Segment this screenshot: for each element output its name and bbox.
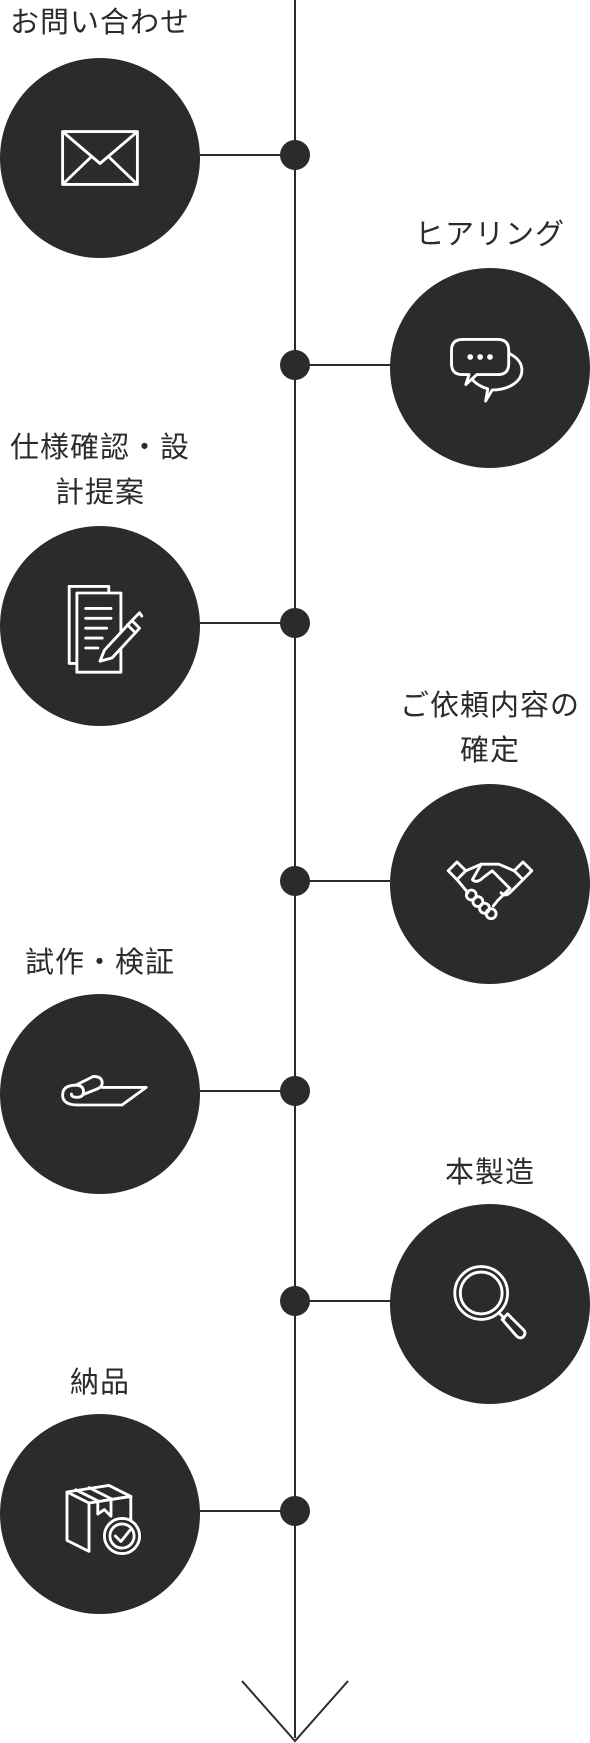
magnifier-icon xyxy=(453,1265,527,1340)
arrow-down-icon xyxy=(241,1680,349,1743)
step-label: ご依頼内容の確定 xyxy=(399,688,580,767)
step-label: お問い合わせ xyxy=(9,5,190,39)
box-check-icon xyxy=(65,1483,142,1556)
chat-bubbles-icon xyxy=(450,337,524,403)
timeline-dot xyxy=(280,1286,310,1316)
step-connector xyxy=(295,880,390,882)
timeline-dot xyxy=(280,350,310,380)
timeline-dot xyxy=(280,1496,310,1526)
step-3: 仕様確認・設計提案 xyxy=(0,0,590,726)
step-circle xyxy=(390,1204,590,1404)
step-label: 仕様確認・設計提案 xyxy=(9,430,190,509)
step-label: 本製造 xyxy=(444,1155,535,1189)
step-label: 納品 xyxy=(69,1365,130,1399)
step-7: 納品 xyxy=(0,0,590,1614)
step-connector xyxy=(200,154,295,156)
step-circle xyxy=(0,526,200,726)
sheet-roll-icon xyxy=(61,1074,148,1107)
step-circle xyxy=(390,784,590,984)
step-5: 試作・検証 xyxy=(0,0,590,1194)
timeline-dot xyxy=(280,140,310,170)
step-connector xyxy=(200,1090,295,1092)
step-connector xyxy=(200,1510,295,1512)
step-label: 試作・検証 xyxy=(24,945,175,979)
timeline-dot xyxy=(280,866,310,896)
step-1: お問い合わせ xyxy=(0,0,590,258)
step-circle xyxy=(0,58,200,258)
step-circle xyxy=(0,1414,200,1614)
timeline-dot xyxy=(280,608,310,638)
step-connector xyxy=(295,364,390,366)
documents-pen-icon xyxy=(67,584,144,674)
step-6: 本製造 xyxy=(0,0,590,1404)
step-label: ヒアリング xyxy=(414,217,565,251)
timeline-dot xyxy=(280,1076,310,1106)
envelope-icon xyxy=(61,130,139,186)
step-connector xyxy=(295,1300,390,1302)
step-circle xyxy=(0,994,200,1194)
handshake-icon xyxy=(446,860,534,921)
step-4: ご依頼内容の確定 xyxy=(0,0,590,984)
step-2: ヒアリング xyxy=(0,0,590,468)
step-connector xyxy=(200,622,295,624)
step-circle xyxy=(390,268,590,468)
